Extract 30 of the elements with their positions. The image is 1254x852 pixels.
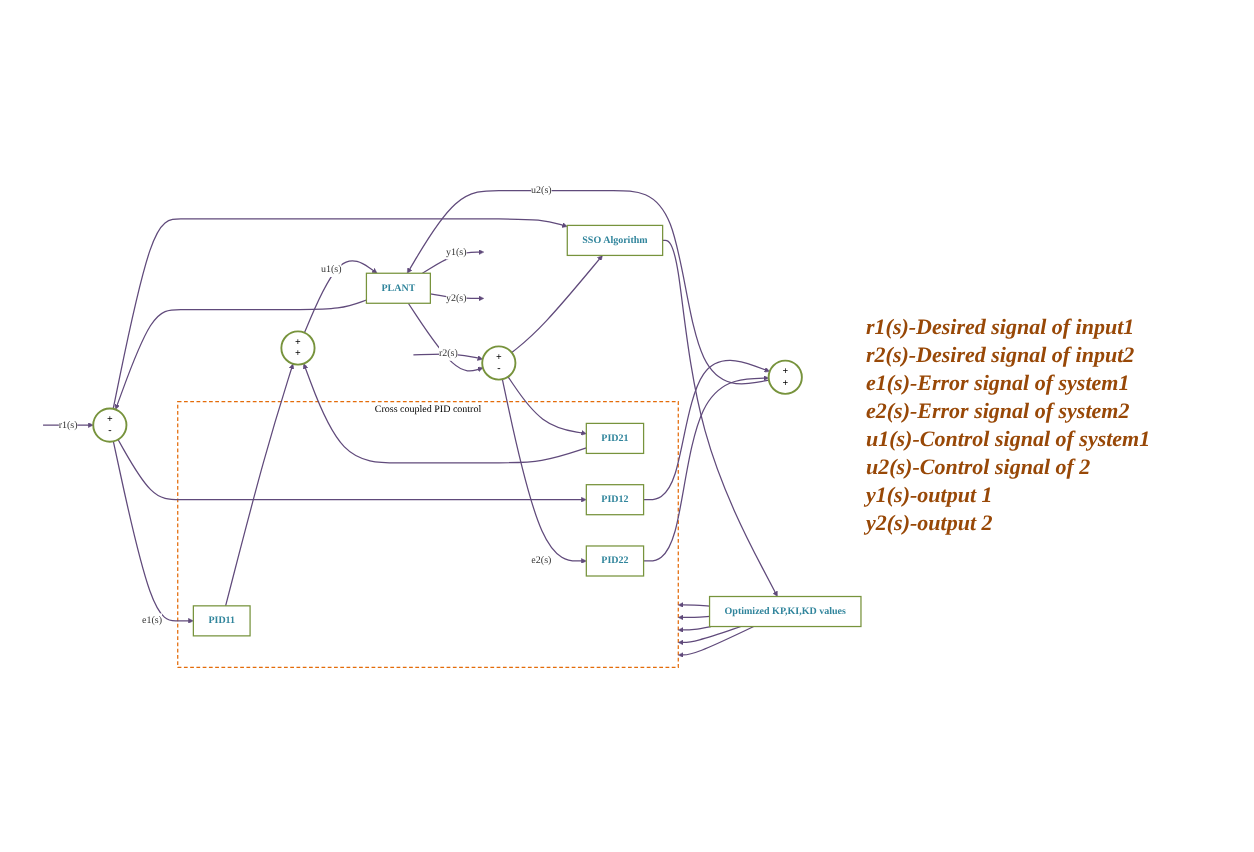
arrow xyxy=(507,376,587,437)
arrow xyxy=(642,360,770,502)
note-text: e1(s)-Error signal of system1 xyxy=(866,372,1132,396)
arrow xyxy=(662,240,778,598)
arrow xyxy=(678,626,742,646)
arrow xyxy=(511,255,603,354)
arrow xyxy=(302,364,587,465)
arrow xyxy=(407,303,484,373)
arrow xyxy=(112,219,568,411)
arrow xyxy=(678,626,712,634)
arrow xyxy=(303,260,378,335)
note-text: u1(s)-Control signal of system1 xyxy=(866,428,1153,452)
note-text: y1(s)-output 1 xyxy=(866,484,995,508)
arrow xyxy=(678,615,711,621)
arrow xyxy=(421,250,485,275)
note-text: u2(s)-Control signal of 2 xyxy=(866,456,1093,480)
arrow xyxy=(114,300,368,411)
note-text: y2(s)-output 2 xyxy=(866,512,995,536)
arrow xyxy=(501,379,587,565)
arrow xyxy=(112,441,194,625)
note-text: e2(s)-Error signal of system2 xyxy=(866,400,1132,424)
note-text: r2(s)-Desired signal of input2 xyxy=(866,344,1137,368)
arrow xyxy=(117,439,587,504)
arrow xyxy=(224,364,295,608)
arrow xyxy=(412,354,483,362)
arrow xyxy=(642,376,769,563)
arrow xyxy=(407,190,770,386)
note-text: r1(s)-Desired signal of input1 xyxy=(866,316,1137,340)
arrow xyxy=(678,626,755,659)
arrow xyxy=(678,602,711,609)
